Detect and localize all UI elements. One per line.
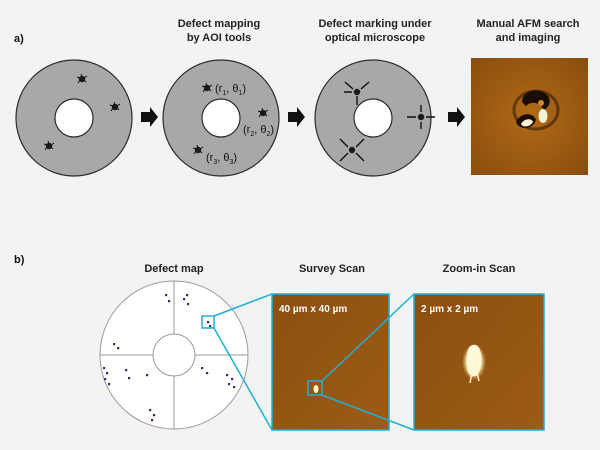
defect-dots bbox=[103, 294, 236, 422]
defect-icon bbox=[109, 101, 121, 112]
defect-map bbox=[99, 280, 249, 430]
arrow-right-icon bbox=[141, 107, 158, 127]
arrow-right-icon bbox=[288, 107, 305, 127]
panel-label-b: b) bbox=[14, 254, 25, 266]
arrow-right-icon bbox=[448, 107, 465, 127]
zoom-scan-title: Zoom-in Scan bbox=[443, 263, 516, 275]
step4-title-line1: Manual AFM search bbox=[477, 18, 580, 30]
wafer-3 bbox=[314, 59, 435, 177]
afm-image bbox=[471, 58, 588, 175]
zoom-scan-size-label: 2 µm x 2 µm bbox=[421, 304, 478, 315]
defect-icon bbox=[192, 144, 204, 155]
panel-label-a: a) bbox=[14, 33, 24, 45]
step2-title-line2: by AOI tools bbox=[187, 32, 251, 44]
wafer-1 bbox=[15, 59, 133, 177]
wafer-2: (r1, θ1) (r2, θ2) (r3, θ3) bbox=[162, 59, 280, 177]
marker-cross-icon bbox=[407, 105, 435, 129]
defect-map-title: Defect map bbox=[144, 263, 204, 275]
defect-icon bbox=[76, 73, 88, 84]
highlight-box bbox=[307, 380, 323, 396]
step3-title-line2: optical microscope bbox=[325, 32, 425, 44]
defect-icon bbox=[43, 140, 55, 151]
survey-scan-title: Survey Scan bbox=[299, 263, 365, 275]
survey-scan-image: 40 µm x 40 µm bbox=[271, 293, 390, 431]
highlight-box bbox=[201, 315, 215, 329]
marker-cross-icon bbox=[339, 138, 365, 162]
step3-title-line1: Defect marking under bbox=[318, 18, 432, 30]
zoom-scan-image: 2 µm x 2 µm bbox=[413, 293, 545, 431]
step2-title-line1: Defect mapping bbox=[178, 18, 261, 30]
defect-icon bbox=[257, 107, 269, 118]
step4-title-line2: and imaging bbox=[496, 32, 561, 44]
survey-scan-size-label: 40 µm x 40 µm bbox=[279, 304, 347, 315]
marker-cross-icon bbox=[344, 81, 370, 105]
defect-icon bbox=[201, 82, 213, 93]
